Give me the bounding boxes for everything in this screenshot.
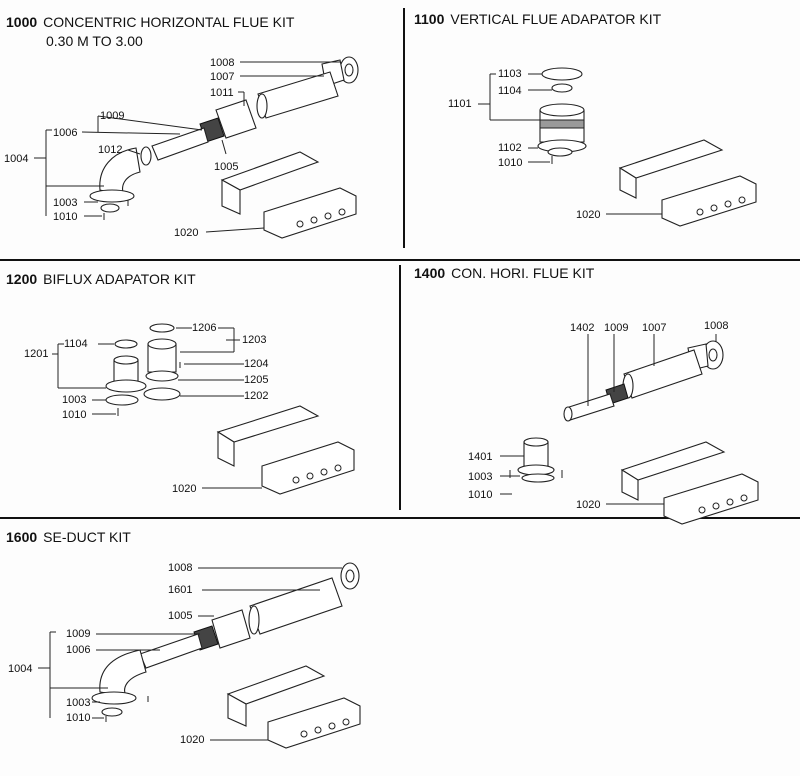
label-1007-d: 1007 [642, 322, 667, 334]
label-1203: 1203 [242, 334, 267, 346]
label-1012: 1012 [98, 144, 123, 156]
label-1003-e: 1003 [66, 697, 91, 709]
label-1104-c: 1104 [64, 338, 88, 350]
label-1103: 1103 [498, 68, 522, 80]
label-1007: 1007 [210, 71, 235, 83]
ring-1206 [149, 323, 175, 333]
section-1000-subtitle: 0.30 M TO 3.00 [46, 33, 143, 49]
kit-1400-drawing [500, 334, 759, 525]
label-1020-b: 1020 [576, 209, 601, 221]
label-1204: 1204 [244, 358, 269, 370]
flange-left [105, 379, 147, 393]
label-1010-d: 1010 [468, 489, 493, 501]
oring-1104 [551, 83, 573, 93]
label-1005: 1005 [214, 161, 239, 173]
bracket-top-1020e [226, 665, 326, 705]
label-1010: 1010 [53, 211, 78, 223]
label-1008-e: 1008 [168, 562, 193, 574]
label-1008-d: 1008 [704, 320, 729, 332]
label-1004: 1004 [4, 153, 29, 165]
elbow-1004b [99, 649, 147, 697]
inner-pipe-1006 [151, 127, 209, 161]
clamp-1005b [211, 609, 251, 649]
gasket-1003 [100, 203, 120, 213]
label-1020-c: 1020 [172, 483, 197, 495]
label-1601: 1601 [168, 584, 193, 596]
label-1011: 1011 [210, 87, 234, 99]
label-1020-d: 1020 [576, 499, 601, 511]
label-1104: 1104 [498, 85, 522, 97]
gasket-1003b [105, 394, 139, 406]
label-1020: 1020 [174, 227, 199, 239]
label-1101: 1101 [448, 98, 472, 110]
elbow-1004 [99, 147, 141, 197]
inner-pipe-1006b [139, 633, 203, 669]
pipe-1601 [249, 577, 343, 635]
clamp-1005 [215, 99, 257, 139]
outer-flue-pipe [257, 71, 339, 119]
label-1003: 1003 [53, 197, 78, 209]
label-1003-d: 1003 [468, 471, 493, 483]
gasket-1003c [521, 473, 555, 483]
ring-1205 [145, 370, 179, 382]
label-1009-d: 1009 [604, 322, 629, 334]
kit-1000-drawing [34, 56, 359, 239]
label-1202: 1202 [244, 390, 269, 402]
label-1201: 1201 [24, 348, 49, 360]
bracket-top-1020d [620, 441, 726, 481]
label-1008: 1008 [210, 57, 235, 69]
label-1010-e: 1010 [66, 712, 91, 724]
label-1010-b: 1010 [498, 157, 523, 169]
gasket-1003d [101, 707, 123, 717]
label-1206: 1206 [192, 322, 217, 334]
label-1009-e: 1009 [66, 628, 91, 640]
bracket-top-1020c [216, 405, 320, 443]
label-1006-e: 1006 [66, 644, 91, 656]
label-1020-e: 1020 [180, 734, 205, 746]
oring-1012 [140, 146, 152, 166]
label-1003-c: 1003 [62, 394, 87, 406]
kit-1600-drawing [38, 562, 361, 749]
plate-1202 [143, 387, 181, 401]
inner-pipe-1402 [565, 393, 615, 421]
label-1401: 1401 [468, 451, 493, 463]
ring-1103 [541, 67, 583, 81]
kit-1200-drawing [52, 323, 355, 495]
label-1205: 1205 [244, 374, 269, 386]
label-1102: 1102 [498, 142, 522, 154]
label-1010-c: 1010 [62, 409, 87, 421]
label-1402: 1402 [570, 322, 595, 334]
oring-1104b [114, 339, 138, 349]
base-flange-1003 [89, 189, 135, 203]
outer-pipe-1007 [623, 349, 703, 399]
bracket-top-1020b [618, 139, 724, 179]
label-1004-e: 1004 [8, 663, 33, 675]
label-1005-e: 1005 [168, 610, 193, 622]
label-1009: 1009 [100, 110, 125, 122]
kit-1100-drawing [478, 67, 757, 227]
label-1006: 1006 [53, 127, 78, 139]
